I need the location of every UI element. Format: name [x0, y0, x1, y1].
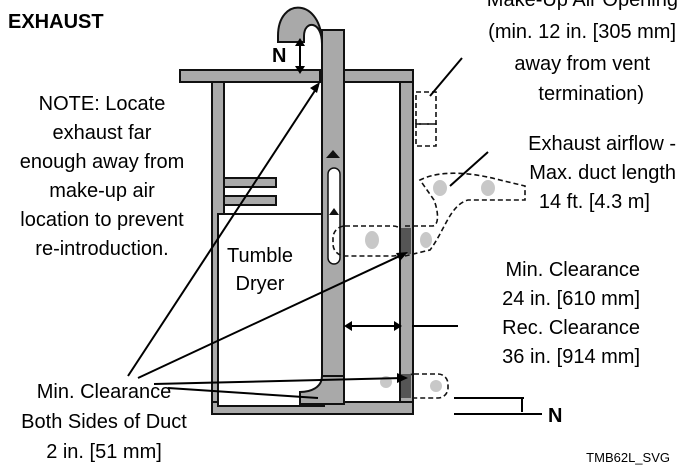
makeup-air-callout: Make-Up Air Opening (min. 12 in. [305 mm… — [429, 0, 678, 105]
flow-arrow-lower — [329, 208, 339, 215]
note-line3: enough away from — [20, 151, 185, 173]
duct-gooseneck — [277, 6, 323, 45]
airflow-puff — [430, 380, 442, 392]
leader-to-penetration-lower — [153, 377, 405, 385]
airflow-puff — [481, 180, 495, 196]
roof-left — [179, 69, 321, 83]
note-line5: location to prevent — [20, 209, 184, 231]
dryer-label-line2: Dryer — [236, 273, 285, 295]
leader-to-penetration-upper — [137, 253, 405, 379]
note-line1: NOTE: Locate — [39, 93, 166, 115]
n-dimension-top: N — [272, 38, 305, 74]
makeup-air-line2: (min. 12 in. [305 mm] — [488, 21, 676, 43]
duct-clearance-line3: 2 in. [51 mm] — [46, 441, 162, 463]
duct-clearance-callout: Min. Clearance Both Sides of Duct 2 in. … — [21, 82, 408, 463]
rec-clearance-line1: Rec. Clearance — [502, 317, 640, 339]
note-line6: re-introduction. — [35, 238, 168, 260]
note-callout: NOTE: Locate exhaust far enough away fro… — [20, 93, 185, 260]
airflow-line2: Max. duct length — [529, 162, 676, 184]
n-label-bottom: N — [548, 405, 562, 427]
diagram-title: EXHAUST — [8, 11, 104, 33]
tumble-dryer — [217, 213, 325, 407]
alternate-duct-runs — [332, 91, 526, 399]
rec-clearance-line2: 36 in. [914 mm] — [502, 346, 640, 368]
n-arrowheads-top — [295, 38, 305, 74]
makeup-air-line4: termination) — [538, 83, 644, 105]
min-clearance-line1: Min. Clearance — [505, 259, 640, 281]
n-dimension-bottom: N — [454, 397, 562, 427]
flow-arrow-upper — [326, 150, 340, 158]
wall-penetration-upper — [401, 228, 411, 254]
leader-to-duct-top — [127, 85, 319, 377]
dashed-makeup-opening — [415, 91, 437, 125]
airflow-puff — [365, 231, 379, 249]
figure-id: TMB62L_SVG — [586, 450, 670, 465]
clearance-callout: Min. Clearance 24 in. [610 mm] Rec. Clea… — [344, 259, 640, 368]
dryer-label-line1: Tumble — [227, 245, 293, 267]
min-clearance-line2: 24 in. [610 mm] — [502, 288, 640, 310]
dashed-makeup-opening-2 — [415, 123, 437, 147]
makeup-air-line3: away from vent — [514, 53, 650, 75]
dashed-duct-middle — [332, 225, 406, 257]
shelf-lower — [223, 195, 277, 206]
duct-slot — [327, 167, 341, 265]
duct-clearance-line2: Both Sides of Duct — [21, 411, 187, 433]
airflow-callout: Exhaust airflow - Max. duct length 14 ft… — [449, 133, 676, 213]
shelf-upper — [223, 177, 277, 188]
leader-to-duct-bottom — [167, 387, 319, 399]
arrowhead — [396, 252, 408, 261]
wall-penetration-lower — [401, 374, 411, 398]
arrowhead — [310, 82, 320, 93]
airflow-line3: 14 ft. [4.3 m] — [539, 191, 650, 213]
airflow-puff — [433, 180, 447, 196]
arrowhead — [397, 373, 408, 383]
duct-clearance-line1: Min. Clearance — [37, 381, 172, 403]
dashed-duct-elbow — [404, 172, 526, 257]
airflow-line1: Exhaust airflow - — [528, 133, 676, 155]
makeup-air-arrow — [429, 57, 463, 97]
airflow-puff — [420, 232, 432, 248]
note-line4: make-up air — [49, 180, 155, 202]
airflow-arrow — [449, 151, 489, 187]
note-line2: exhaust far — [53, 122, 152, 144]
makeup-air-line1: Make-Up Air Opening — [487, 0, 678, 11]
n-label-top: N — [272, 45, 286, 67]
